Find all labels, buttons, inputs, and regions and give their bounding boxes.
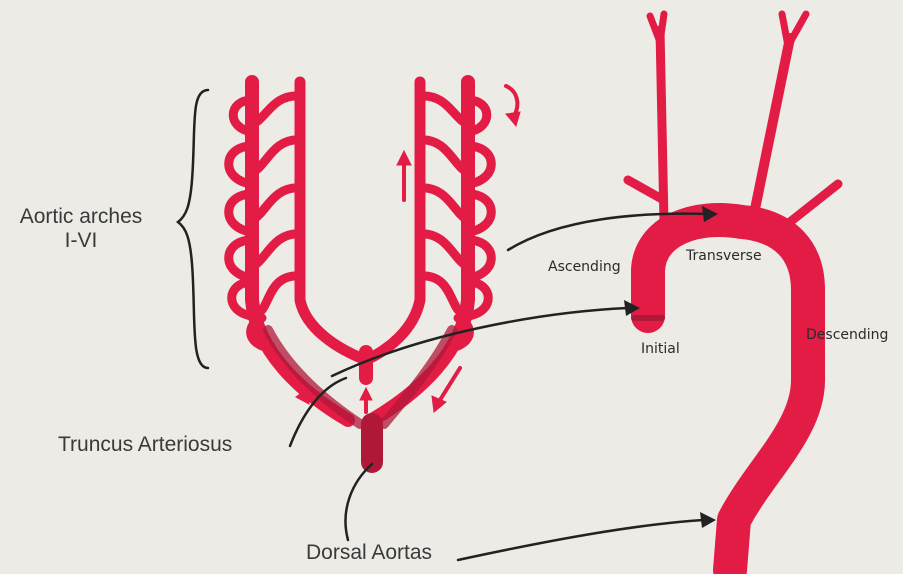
left-arch-loops bbox=[229, 96, 300, 346]
aortic-arch bbox=[648, 220, 808, 570]
descending-label: Descending bbox=[806, 327, 888, 343]
arches-bracket bbox=[178, 90, 208, 368]
right-ventral-aorta bbox=[366, 82, 420, 360]
initial-label: Initial bbox=[641, 341, 680, 357]
left-branch-offshoot bbox=[628, 180, 660, 198]
embryonic-arches bbox=[229, 82, 492, 462]
ascending-label: Ascending bbox=[548, 259, 621, 275]
pointer-truncus-to-initial bbox=[332, 308, 628, 376]
dorsal-aortas-label: Dorsal Aortas bbox=[306, 541, 432, 565]
flow-arrow-right-down bbox=[440, 368, 460, 400]
adult-aorta bbox=[628, 14, 838, 570]
right-branch bbox=[790, 184, 838, 222]
aortic-arches-label-line2: I-VI bbox=[6, 229, 156, 253]
left-branch-fork-b bbox=[660, 14, 664, 42]
pointer-dorsal-to-descending bbox=[458, 520, 704, 560]
right-arch-loops bbox=[420, 96, 491, 346]
aortic-arches-label: Aortic arches I-VI bbox=[6, 205, 156, 253]
left-ventral-aorta bbox=[300, 82, 366, 360]
pointer-dorsal-label bbox=[345, 464, 372, 540]
transverse-label: Transverse bbox=[686, 248, 762, 264]
middle-branch-fork-b bbox=[788, 14, 806, 46]
aortic-arches-label-line1: Aortic arches bbox=[6, 205, 156, 229]
truncus-arteriosus-label: Truncus Arteriosus bbox=[58, 433, 232, 457]
middle-branch bbox=[754, 38, 790, 214]
